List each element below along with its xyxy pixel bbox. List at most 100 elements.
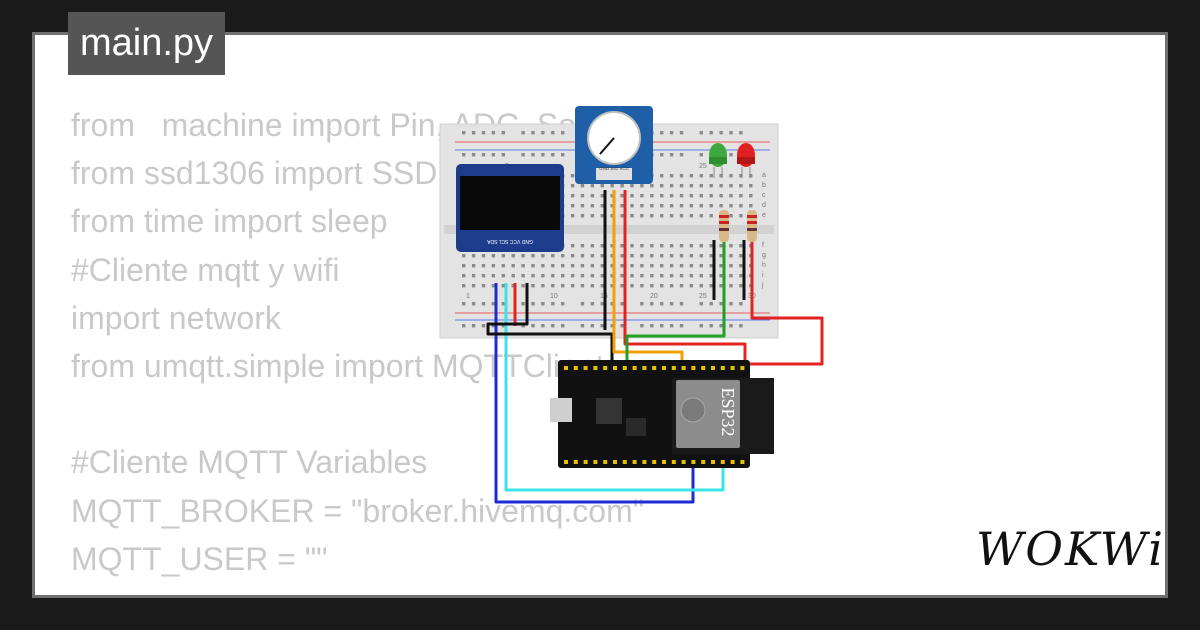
esp32-pin xyxy=(583,460,588,464)
breadboard-hole xyxy=(669,204,674,208)
breadboard-hole xyxy=(729,131,733,135)
breadboard-hole xyxy=(531,153,535,157)
esp32-pin xyxy=(573,366,578,370)
led-red[interactable] xyxy=(737,143,755,178)
esp32-pin xyxy=(681,460,686,464)
breadboard-hole xyxy=(679,184,684,188)
breadboard-hole xyxy=(541,264,545,268)
breadboard-hole xyxy=(590,324,595,328)
esp32-pin xyxy=(632,460,637,464)
breadboard-hole xyxy=(660,254,664,258)
breadboard-hole xyxy=(491,254,496,258)
breadboard-hole xyxy=(669,302,674,306)
breadboard-hole xyxy=(541,274,545,278)
breadboard-hole xyxy=(580,254,585,258)
breadboard-hole xyxy=(481,284,486,288)
breadboard-hole xyxy=(491,302,496,306)
bb-row-a: a xyxy=(762,172,766,179)
breadboard-hole xyxy=(660,214,664,218)
breadboard-hole xyxy=(679,302,684,306)
breadboard-hole xyxy=(521,131,525,135)
breadboard-hole xyxy=(719,254,723,258)
code-line: MQTT_USER = "" xyxy=(71,540,328,577)
breadboard-hole xyxy=(679,194,684,198)
breadboard-hole xyxy=(531,264,535,268)
breadboard-hole xyxy=(620,204,624,208)
breadboard-hole xyxy=(551,324,555,328)
esp32-pin xyxy=(613,366,617,370)
potentiometer[interactable]: GND SIG VCC xyxy=(575,106,653,184)
breadboard-hole xyxy=(699,264,703,268)
breadboard-hole xyxy=(561,153,565,157)
breadboard-hole xyxy=(739,184,743,188)
breadboard-hole xyxy=(531,284,535,288)
breadboard-hole xyxy=(570,174,575,178)
breadboard-hole xyxy=(709,214,713,218)
esp32-pin xyxy=(642,366,647,370)
breadboard-hole xyxy=(729,284,733,288)
breadboard-hole xyxy=(590,274,595,278)
wire-red-led xyxy=(748,240,824,366)
esp32-pin xyxy=(593,366,598,370)
breadboard-hole xyxy=(501,302,505,306)
breadboard-hole xyxy=(620,194,624,198)
breadboard-hole xyxy=(620,214,624,218)
led-green[interactable] xyxy=(709,143,727,178)
breadboard-hole xyxy=(551,274,555,278)
pot-pin-labels: GND SIG VCC xyxy=(599,166,630,171)
breadboard-hole xyxy=(640,254,644,258)
breadboard-hole xyxy=(521,302,525,306)
wire-orange-pot xyxy=(612,190,684,365)
breadboard-hole xyxy=(709,244,713,248)
breadboard-hole xyxy=(551,131,555,135)
esp32-board[interactable]: ESP32 xyxy=(550,360,774,468)
breadboard-hole xyxy=(531,302,535,306)
breadboard-hole xyxy=(699,204,703,208)
breadboard-hole xyxy=(729,324,733,328)
oled-display[interactable]: GND VCC SCL SDA xyxy=(456,164,564,252)
breadboard-hole xyxy=(610,324,614,328)
bb-row-d: d xyxy=(762,202,766,209)
breadboard-hole xyxy=(531,274,535,278)
esp32-pin xyxy=(622,366,627,370)
bb-number-25-top: 25 xyxy=(699,163,707,170)
breadboard-hole xyxy=(620,284,624,288)
breadboard-hole xyxy=(699,302,703,306)
breadboard-hole xyxy=(669,131,674,135)
breadboard-hole xyxy=(689,274,694,278)
breadboard-hole xyxy=(640,324,644,328)
resistor-1[interactable] xyxy=(719,210,729,242)
breadboard-hole xyxy=(600,204,604,208)
breadboard-hole xyxy=(600,254,604,258)
breadboard-hole xyxy=(501,264,505,268)
breadboard-hole xyxy=(501,131,505,135)
breadboard-hole xyxy=(689,204,694,208)
breadboard-hole xyxy=(709,324,713,328)
breadboard-hole xyxy=(729,214,733,218)
breadboard-hole xyxy=(699,194,703,198)
breadboard-hole xyxy=(471,284,476,288)
file-tab[interactable]: main.py xyxy=(68,12,226,75)
breadboard-hole xyxy=(689,284,694,288)
esp32-pin xyxy=(564,460,568,464)
breadboard-hole xyxy=(709,284,713,288)
breadboard-hole xyxy=(610,204,614,208)
esp32-pin xyxy=(691,366,696,370)
resistor-2[interactable] xyxy=(747,210,757,242)
breadboard-hole xyxy=(501,153,505,157)
breadboard-hole xyxy=(689,264,694,268)
breadboard-hole xyxy=(709,131,713,135)
breadboard-hole xyxy=(679,254,684,258)
breadboard-hole xyxy=(660,264,664,268)
breadboard-hole xyxy=(511,254,515,258)
breadboard-hole xyxy=(650,184,654,188)
bb-row-g: g xyxy=(762,252,766,259)
breadboard-hole xyxy=(521,153,525,157)
breadboard-hole xyxy=(739,131,743,135)
breadboard-hole xyxy=(669,254,674,258)
breadboard-hole xyxy=(739,254,743,258)
breadboard-hole xyxy=(709,302,713,306)
breadboard-hole xyxy=(699,131,703,135)
breadboard-hole xyxy=(719,194,723,198)
breadboard-hole xyxy=(640,204,644,208)
